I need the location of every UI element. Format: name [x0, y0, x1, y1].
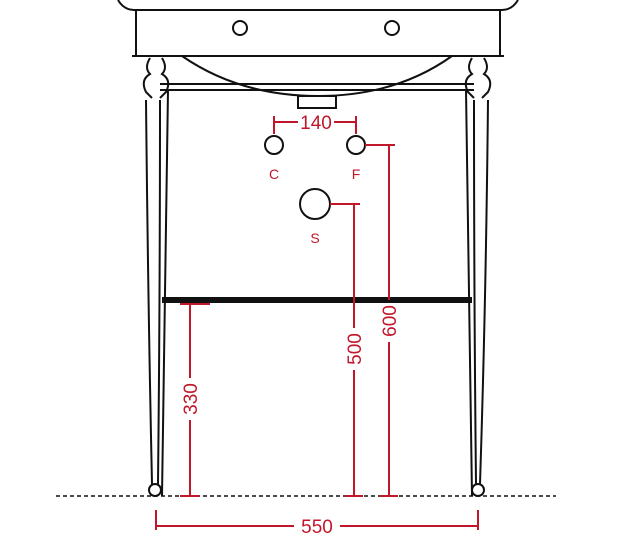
- waste-label: S: [310, 230, 319, 246]
- dimension-waste-height: 500: [330, 203, 366, 497]
- cold-supply-point: [264, 135, 284, 155]
- svg-text:550: 550: [301, 517, 333, 538]
- right-foot: [471, 483, 485, 497]
- hot-supply-point: [346, 135, 366, 155]
- waste-outlet: [297, 95, 337, 109]
- connection-points: C F S: [264, 135, 366, 246]
- dimension-shelf-height: 330: [180, 303, 210, 497]
- svg-text:330: 330: [181, 383, 202, 415]
- tap-hole-right: [384, 20, 400, 36]
- tap-hole-left: [232, 20, 248, 36]
- dimension-supply-height: 600: [365, 144, 401, 497]
- shelf-bar: [162, 297, 472, 303]
- cold-label: C: [269, 166, 279, 182]
- left-foot: [148, 483, 162, 497]
- stand-frame: [142, 57, 492, 497]
- dimension-tap-spacing: 140: [273, 113, 357, 134]
- hot-label: F: [352, 166, 361, 182]
- svg-text:500: 500: [345, 333, 366, 365]
- svg-text:140: 140: [300, 113, 332, 134]
- waste-point: [299, 188, 331, 220]
- svg-text:600: 600: [380, 305, 401, 337]
- dimension-total-width: 550: [155, 510, 479, 538]
- right-leg: [464, 57, 492, 497]
- basin: [117, 0, 519, 109]
